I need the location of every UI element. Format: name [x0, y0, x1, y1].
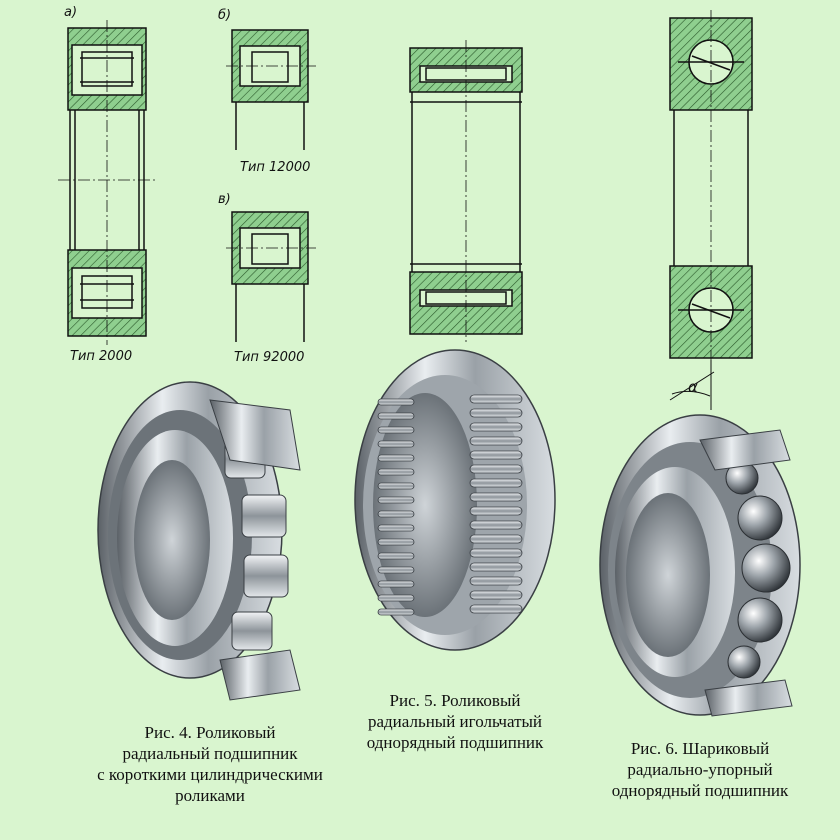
needle-roller: [469, 408, 523, 418]
needle-roller: [377, 426, 415, 434]
type-label-2000: Тип 2000: [70, 349, 133, 364]
needle-roller: [377, 454, 415, 462]
drawing-label-v: в): [218, 192, 231, 207]
alpha-angle-label: α: [688, 378, 698, 396]
caption-fig5-line: радиальный игольчатый: [367, 712, 543, 731]
drawing-angular-ball-bearing: [669, 10, 753, 410]
caption-fig5-line: Рис. 5. Роликовый: [389, 691, 521, 710]
caption-fig6: Рис. 6. Шариковый радиально-упорный одно…: [580, 738, 820, 801]
drawing-type-92000: [226, 211, 316, 342]
type-label-92000: Тип 92000: [234, 350, 305, 365]
caption-fig4: Рис. 4. Роликовый радиальный подшипник с…: [70, 722, 350, 806]
drawing-label-a: а): [64, 5, 78, 20]
caption-fig4-line: роликами: [175, 786, 245, 805]
needle-roller: [469, 492, 523, 502]
needle-roller: [469, 520, 523, 530]
needle-roller: [469, 506, 523, 516]
photo-angular-ball-bearing: [599, 414, 801, 717]
needle-roller: [377, 552, 415, 560]
photo-needle-bearing: [354, 349, 556, 651]
needle-roller: [469, 548, 523, 558]
drawing-type-2000: [58, 20, 156, 345]
drawing-label-b: б): [218, 8, 232, 23]
caption-fig4-line: радиальный подшипник: [122, 744, 298, 763]
caption-fig6-line: однорядный подшипник: [611, 781, 789, 800]
needle-roller: [377, 482, 415, 490]
caption-fig6-line: радиально-упорный: [627, 760, 773, 779]
needle-roller: [469, 422, 523, 432]
drawing-needle-bearing: [409, 40, 523, 342]
needle-roller: [469, 450, 523, 460]
needle-roller: [469, 436, 523, 446]
needle-roller: [469, 604, 523, 614]
needle-roller: [469, 464, 523, 474]
needle-roller: [377, 496, 415, 504]
needle-roller: [377, 580, 415, 588]
needle-roller: [377, 566, 415, 574]
caption-fig5-line: однорядный подшипник: [366, 733, 544, 752]
needle-roller: [469, 394, 523, 404]
needle-roller: [377, 412, 415, 420]
needle-roller: [469, 478, 523, 488]
needle-roller: [469, 534, 523, 544]
needle-roller: [377, 594, 415, 602]
caption-fig4-line: с короткими цилиндрическими: [97, 765, 323, 784]
drawing-type-12000: [226, 29, 316, 150]
caption-fig4-line: Рис. 4. Роликовый: [144, 723, 276, 742]
needle-roller: [469, 562, 523, 572]
caption-fig5: Рис. 5. Роликовый радиальный игольчатый …: [330, 690, 580, 753]
caption-fig6-line: Рис. 6. Шариковый: [630, 739, 770, 758]
photo-cylindrical-roller-bearing: [97, 381, 301, 701]
type-label-12000: Тип 12000: [240, 160, 311, 175]
needle-roller: [377, 524, 415, 532]
needle-roller: [469, 590, 523, 600]
needle-roller: [377, 510, 415, 518]
needle-roller: [377, 468, 415, 476]
needle-roller: [377, 608, 415, 616]
needle-roller: [469, 576, 523, 586]
needle-roller: [377, 538, 415, 546]
needle-roller: [377, 398, 415, 406]
needle-roller: [377, 440, 415, 448]
